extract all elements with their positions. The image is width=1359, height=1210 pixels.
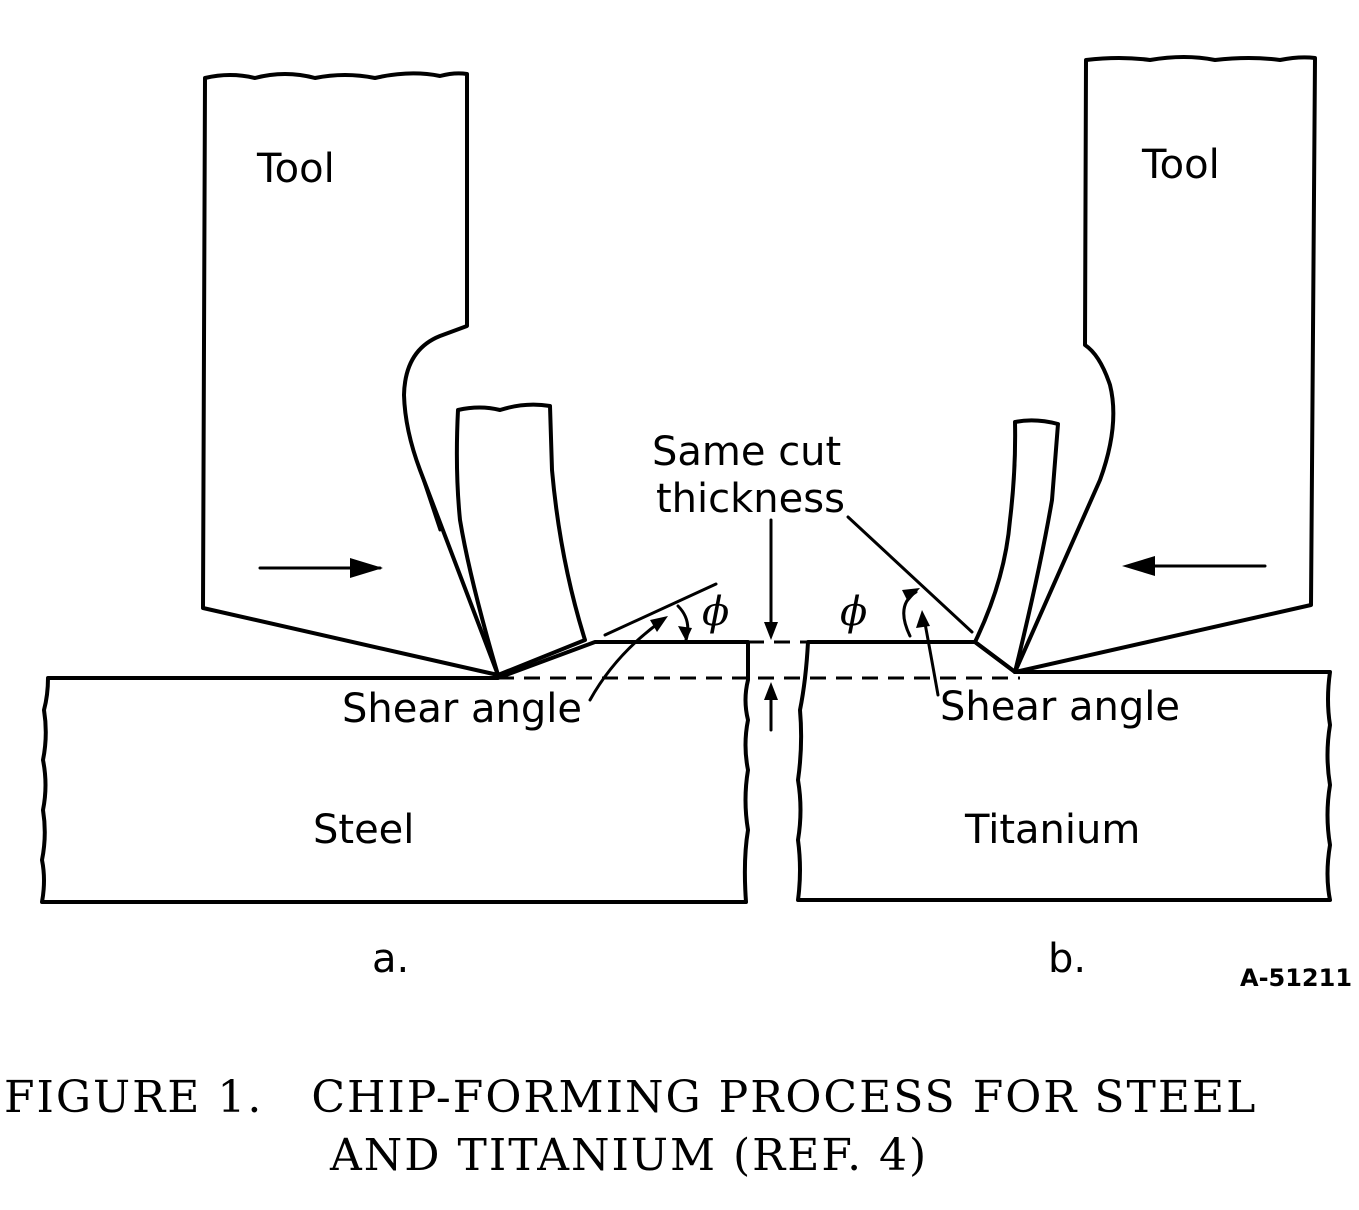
titanium-label: Titanium [964, 807, 1140, 853]
shear-angle-pointer-left [588, 620, 662, 702]
tool-left-rake-face [418, 468, 442, 532]
caption-line1: FIGURE 1. CHIP-FORMING PROCESS FOR STEEL [4, 1072, 1257, 1123]
panel-b-label: b. [1048, 936, 1086, 982]
thickness-arrowhead-top [764, 622, 778, 640]
feed-arrowhead-right [1122, 556, 1155, 576]
shear-plane-line-left [603, 582, 718, 637]
phi-left-symbol: ϕ [702, 589, 729, 635]
caption-line2: AND TITANIUM (REF. 4) [329, 1130, 928, 1181]
tool-right-label: Tool [1141, 142, 1220, 188]
same-cut-label-line2: thickness [656, 476, 845, 522]
chip-right-titanium [973, 418, 1060, 674]
shear-plane-line-right [846, 515, 974, 634]
same-cut-label-line1: Same cut [652, 429, 841, 475]
tool-left-label: Tool [256, 146, 335, 192]
shear-angle-arrowhead-left [678, 626, 692, 641]
shear-angle-pointer-right [922, 616, 940, 697]
thickness-arrowhead-bottom [764, 682, 778, 700]
phi-right-symbol: ϕ [840, 589, 867, 635]
panel-a-steel [40, 71, 750, 904]
panel-b-titanium [796, 55, 1332, 902]
cut-thickness-indicator [498, 518, 1020, 732]
tool-left-body [201, 71, 500, 677]
shear-angle-right-label: Shear angle [940, 684, 1180, 730]
panel-a-label: a. [372, 936, 409, 982]
feed-arrowhead-left [350, 558, 383, 578]
steel-label: Steel [313, 807, 414, 853]
tool-right-body [1013, 55, 1317, 674]
chip-left-steel [454, 402, 587, 677]
titanium-workpiece [796, 640, 1332, 902]
shear-angle-arrowhead-right [902, 588, 920, 602]
shear-angle-left-label: Shear angle [342, 686, 582, 732]
steel-workpiece [40, 640, 750, 904]
shear-angle-pointer-arrowhead-right [916, 610, 930, 628]
figure-code: A-51211 [1240, 964, 1352, 992]
shear-angle-pointer-arrowhead-left [650, 616, 668, 632]
